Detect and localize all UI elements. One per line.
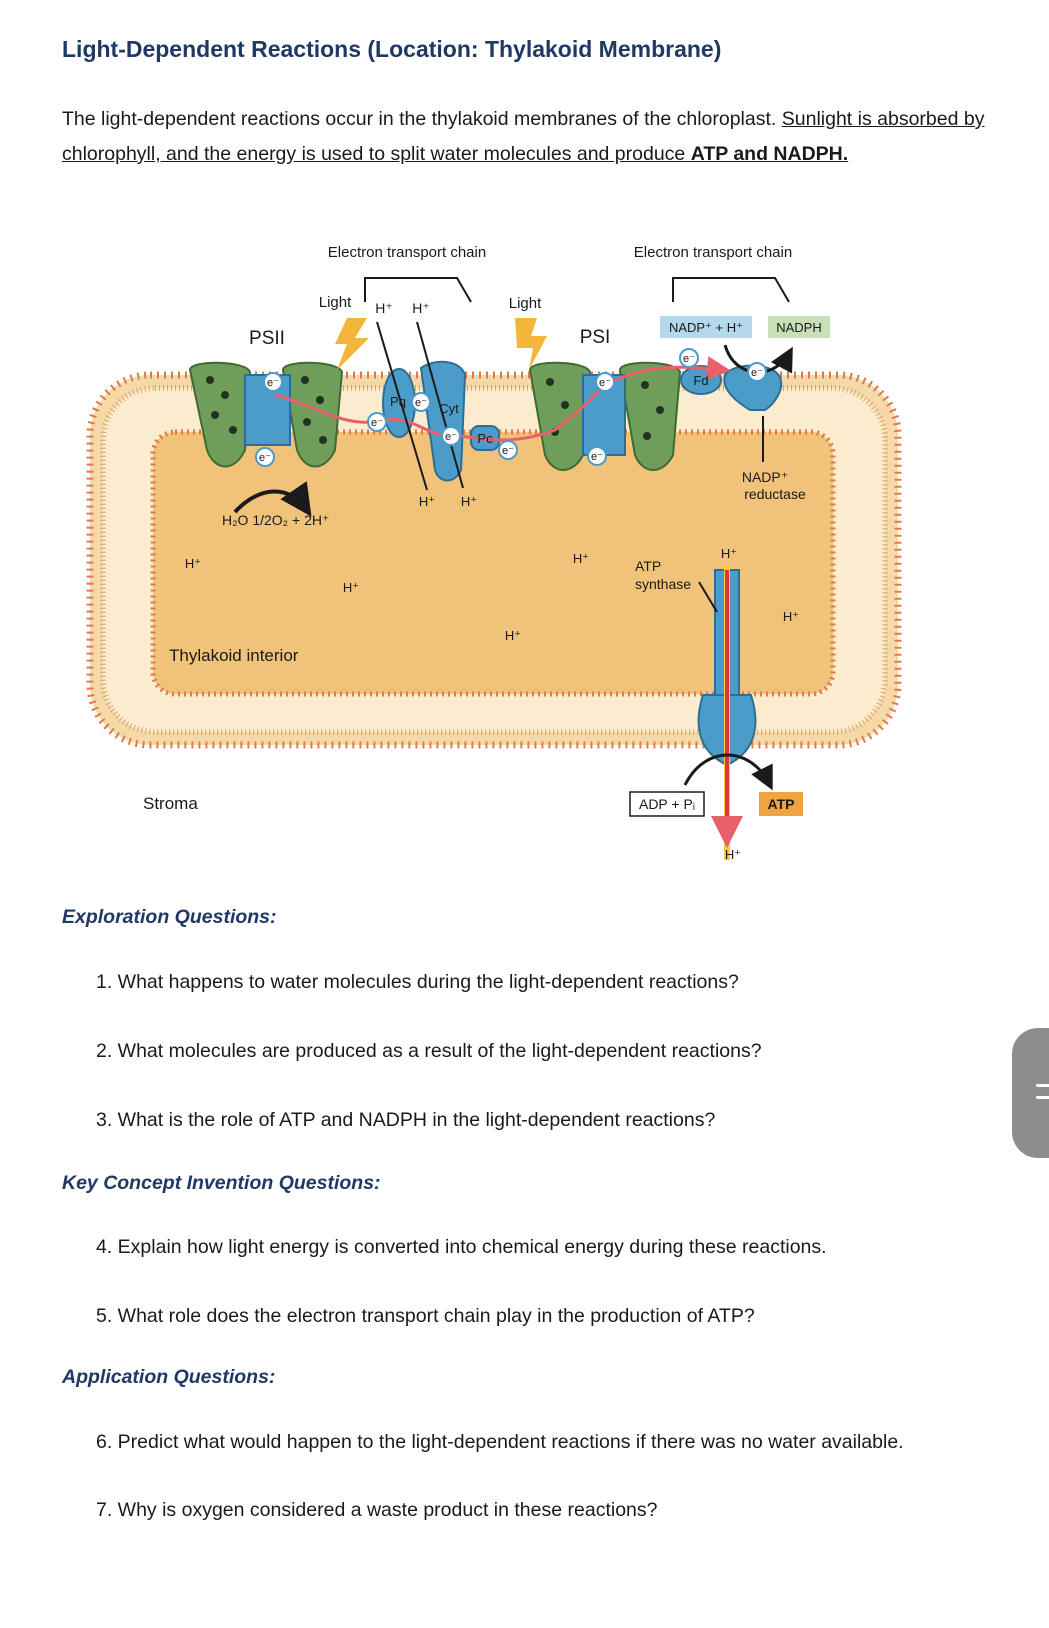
h-plus-label: H⁺	[461, 494, 477, 509]
section-heading-key-concept: Key Concept Invention Questions:	[62, 1172, 381, 1194]
h-arrow-2	[416, 321, 464, 489]
psi-complex	[528, 361, 682, 471]
atp-label: ATP	[768, 796, 795, 812]
adp-label: ADP + Pᵢ	[639, 796, 695, 812]
stroma-label: Stroma	[143, 794, 198, 813]
question-item: 2. What molecules are produced as a resu…	[96, 1040, 762, 1062]
pc-label: Pc	[477, 431, 493, 446]
h-plus-label: H⁺	[412, 300, 430, 316]
electron-label: e⁻	[267, 377, 279, 389]
h-plus-label: H⁺	[721, 546, 737, 561]
synthase-pointer	[698, 581, 718, 613]
electron-label: e⁻	[683, 353, 695, 365]
electron-label: e⁻	[751, 367, 763, 379]
psii-label: PSII	[249, 328, 285, 349]
intro-text: The light-dependent reactions occur in t…	[62, 108, 782, 130]
handle-grip-line	[1036, 1084, 1049, 1087]
h-plus-label: H⁺	[505, 628, 521, 643]
handle-grip-line	[1036, 1096, 1049, 1099]
question-item: 1. What happens to water molecules durin…	[96, 971, 739, 993]
light-left-label: Light	[319, 294, 352, 311]
electron-label: e⁻	[371, 417, 383, 429]
nadp-reductase-label: NADP⁺	[742, 469, 788, 485]
h-plus-label: H⁺	[375, 300, 393, 316]
page-title: Light-Dependent Reactions (Location: Thy…	[62, 36, 722, 62]
nadph-box	[768, 316, 830, 338]
fd-label: Fd	[693, 373, 708, 388]
etc-right-label: Electron transport chain	[634, 244, 792, 261]
thylakoid-interior-label: Thylakoid interior	[169, 646, 299, 665]
question-item: 6. Predict what would happen to the ligh…	[96, 1431, 904, 1453]
cyt-complex	[419, 360, 467, 482]
question-item: 5. What role does the electron transport…	[96, 1305, 755, 1327]
h-plus-label: H⁺	[573, 551, 589, 566]
thylakoid-diagram: e⁻ e⁻ e⁻ e⁻ e⁻ e⁻ e⁻ e⁻ e⁻ e⁻ Electron t…	[86, 244, 902, 862]
section-heading-application: Application Questions:	[62, 1366, 276, 1388]
electron-label: e⁻	[445, 431, 457, 443]
cyt-label: Cyt	[439, 401, 459, 416]
etc-bracket-left	[364, 277, 472, 303]
nadp-box	[660, 316, 752, 338]
adp-box	[629, 791, 705, 817]
nadp-in-label: NADP⁺ + H⁺	[669, 320, 743, 335]
atp-box	[759, 792, 803, 816]
question-item: 7. Why is oxygen considered a waste prod…	[96, 1499, 658, 1521]
water-split-label: H₂O 1/2O₂ + 2H⁺	[222, 512, 329, 528]
nadp-reductase-label: reductase	[744, 486, 806, 502]
question-item: 3. What is the role of ATP and NADPH in …	[96, 1109, 716, 1131]
question-item: 4. Explain how light energy is converted…	[96, 1236, 827, 1258]
atp-synthase-label: ATP	[635, 558, 661, 574]
electron-label: e⁻	[591, 451, 603, 463]
side-panel-handle[interactable]	[1012, 1028, 1049, 1158]
h-arrow-1	[376, 321, 428, 491]
light-right-label: Light	[509, 295, 542, 312]
electron-label: e⁻	[415, 397, 427, 409]
nadph-label: NADPH	[776, 320, 822, 335]
light-bolt-left	[335, 318, 369, 370]
atp-synthase-label: synthase	[635, 576, 691, 592]
intro-paragraph: The light-dependent reactions occur in t…	[62, 102, 1002, 172]
atp-synthase	[683, 565, 773, 860]
psi-label: PSI	[580, 327, 611, 348]
psii-complex	[188, 361, 344, 468]
etc-left-label: Electron transport chain	[328, 244, 486, 261]
intro-bold-underlined-text: ATP and NADPH.	[690, 143, 849, 165]
h-plus-label: H⁺	[725, 847, 741, 862]
electron-markers	[255, 348, 767, 467]
electron-label: e⁻	[599, 377, 611, 389]
intro-underlined-text: Sunlight is absorbed by chlorophyll, and…	[62, 108, 985, 165]
electron-path	[274, 356, 731, 442]
h-plus-label: H⁺	[419, 494, 435, 509]
water-split-arrow	[233, 481, 312, 517]
h-plus-label: H⁺	[185, 556, 201, 571]
light-bolt-right	[515, 318, 547, 370]
h-plus-label: H⁺	[783, 609, 799, 624]
etc-bracket-right	[672, 277, 790, 303]
h-plus-label: H⁺	[343, 580, 359, 595]
pq-label: Pq	[390, 394, 406, 409]
electron-label: e⁻	[259, 452, 271, 464]
electron-label: e⁻	[502, 445, 514, 457]
section-heading-exploration: Exploration Questions:	[62, 906, 277, 928]
